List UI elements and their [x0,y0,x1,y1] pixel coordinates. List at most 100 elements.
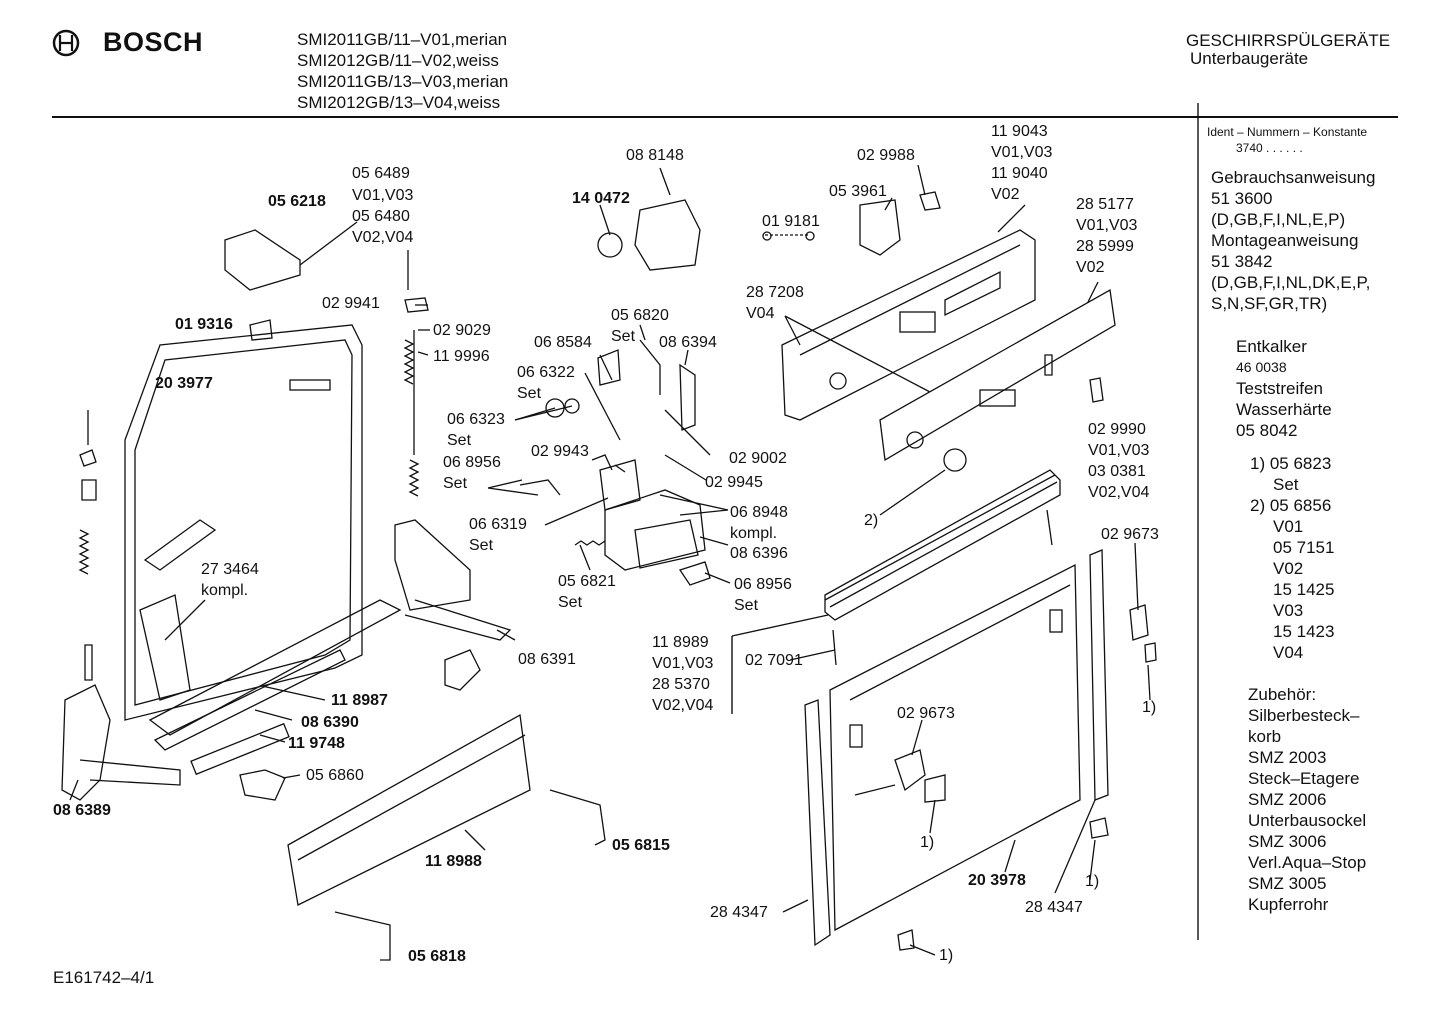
footnotes-block: 1) 05 6823 Set 2) 05 6856 V01 05 7151 V0… [1250,453,1334,663]
bosch-logo [50,28,86,63]
part-label: Set [447,432,472,449]
part-label: Set [558,594,583,611]
ident-title: Ident – Nummern – Konstante [1207,125,1368,139]
side-line: Teststreifen [1236,379,1323,398]
side-line: Set [1273,475,1299,494]
part-label: 02 9943 [531,443,589,460]
side-line: 05 7151 [1273,538,1335,557]
part-label: 28 5370 [652,676,710,693]
part-label: 08 6390 [301,714,359,731]
part-label: kompl. [201,582,249,599]
part-label: 27 3464 [201,561,259,578]
part-label: 02 9673 [1101,526,1159,543]
category-subtitle: Unterbaugeräte [1190,49,1309,68]
part-label: 05 6218 [268,193,326,210]
model-line: SMI2011GB/11–V01,merian [297,30,508,49]
part-label: 1) [939,947,954,964]
part-label: 05 6821 [558,573,616,590]
part-label: 05 6818 [408,948,466,965]
side-line: Zubehör: [1248,685,1317,704]
part-label: 06 8948 [730,504,788,521]
part-label: 05 6815 [612,837,670,854]
part-label: 06 8584 [534,334,592,351]
part-label: 11 8987 [331,692,388,709]
part-label: 11 9040 [991,165,1048,182]
part-label: 1) [1142,699,1157,716]
part-label: 20 3978 [968,872,1026,889]
part-label: 05 6489 [352,165,410,182]
part-label: V02 [991,186,1020,203]
part-label: Set [469,537,494,554]
side-line: Unterbausockel [1248,811,1367,830]
side-line: Montageanweisung [1211,231,1359,250]
part-label: 06 6319 [469,516,527,533]
model-list: SMI2011GB/11–V01,merian SMI2012GB/11–V02… [297,29,508,113]
side-line: 46 0038 [1236,359,1287,375]
side-line: Gebrauchsanweisung [1211,168,1376,187]
side-line: V02 [1273,559,1304,578]
part-label: V01,V03 [352,187,414,204]
side-line: Silberbesteck– [1248,706,1360,725]
part-label: V02,V04 [652,697,714,714]
part-label: 01 9316 [175,316,233,333]
part-label: 11 9996 [433,348,490,365]
part-label: 08 6391 [518,651,576,668]
model-line: SMI2011GB/13–V03,merian [297,72,509,91]
part-label: 11 8988 [425,853,482,870]
side-line: SMZ 2003 [1248,748,1327,767]
part-label: 05 6820 [611,307,669,324]
part-label: 06 6323 [447,411,505,428]
side-line: (D,GB,F,I,NL,DK,E,P, [1211,273,1371,292]
part-label: V01,V03 [991,144,1053,161]
drawing-id: E161742–4/1 [53,968,155,987]
part-label: V04 [746,305,775,322]
part-label: 28 7208 [746,284,804,301]
part-label: Set [517,385,542,402]
side-line: 2) 05 6856 [1250,496,1332,515]
part-label: 02 9941 [322,295,380,312]
part-label: 1) [1085,873,1100,890]
part-label: 05 6480 [352,208,410,225]
part-label: 05 3961 [829,183,887,200]
side-line: V01 [1273,517,1304,536]
part-label: 11 8989 [652,634,709,651]
part-label: 02 9945 [705,474,763,491]
part-label: 08 6394 [659,334,717,351]
ident-value: 3740 . . . . . . [1236,141,1303,155]
part-label: V01,V03 [652,655,714,672]
side-line: 51 3842 [1211,252,1273,271]
part-label: V02 [1076,259,1105,276]
part-label: 08 8148 [626,147,684,164]
side-line: 51 3600 [1211,189,1273,208]
part-label: 02 9988 [857,147,915,164]
part-label: 05 6860 [306,767,364,784]
side-line: korb [1248,727,1282,746]
side-line: Kupferrohr [1248,895,1329,914]
part-label: 14 0472 [572,190,630,207]
part-label: 11 9043 [991,123,1048,140]
part-label: 03 0381 [1088,463,1146,480]
part-label: 02 9990 [1088,421,1146,438]
part-label: 06 6322 [517,364,575,381]
part-label: 02 9029 [433,322,491,339]
bosch-armature-icon [52,29,80,57]
side-line: SMZ 3005 [1248,874,1327,893]
side-line: (D,GB,F,I,NL,E,P) [1211,210,1346,229]
accessories-block: Zubehör: Silberbesteck– korb SMZ 2003 St… [1248,684,1366,915]
part-label: 01 9181 [762,213,820,230]
side-line: 05 8042 [1236,421,1298,440]
side-line: V03 [1273,601,1304,620]
part-label: V01,V03 [1076,217,1138,234]
side-line: 1) 05 6823 [1250,454,1332,473]
part-label: Set [734,597,759,614]
side-line: V04 [1273,643,1304,662]
side-line: Entkalker [1236,337,1307,356]
part-label: 08 6396 [730,545,788,562]
part-label: 02 7091 [745,652,803,669]
part-label: 02 9002 [729,450,787,467]
part-label: V02,V04 [1088,484,1150,501]
part-label: 2) [864,512,879,529]
consumables-block: Entkalker 46 0038 Teststreifen Wasserhär… [1236,336,1332,441]
side-line: 15 1425 [1273,580,1335,599]
